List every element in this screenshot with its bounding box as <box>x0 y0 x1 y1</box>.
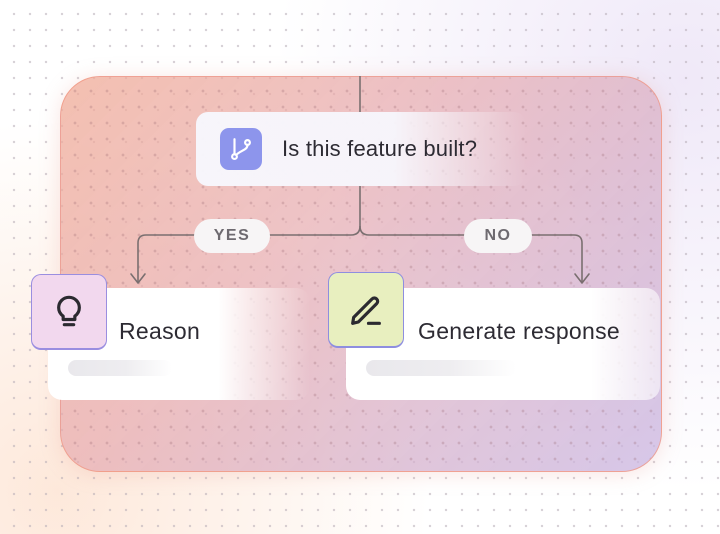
decision-node[interactable]: Is this feature built? <box>196 112 526 186</box>
step-label-generate-response: Generate response <box>418 318 621 344</box>
placeholder-line <box>68 360 172 376</box>
no-branch-label: NO <box>464 219 532 253</box>
no-connector <box>359 225 583 282</box>
placeholder-line <box>366 360 516 376</box>
step-label-reason: Reason <box>119 318 201 344</box>
yes-arrowhead <box>130 273 146 284</box>
lightbulb-icon <box>31 274 107 350</box>
branch-icon <box>220 128 262 170</box>
yes-branch-label: YES <box>194 219 270 253</box>
no-arrowhead <box>574 273 590 284</box>
pencil-icon <box>328 272 404 348</box>
decision-label: Is this feature built? <box>282 136 478 161</box>
